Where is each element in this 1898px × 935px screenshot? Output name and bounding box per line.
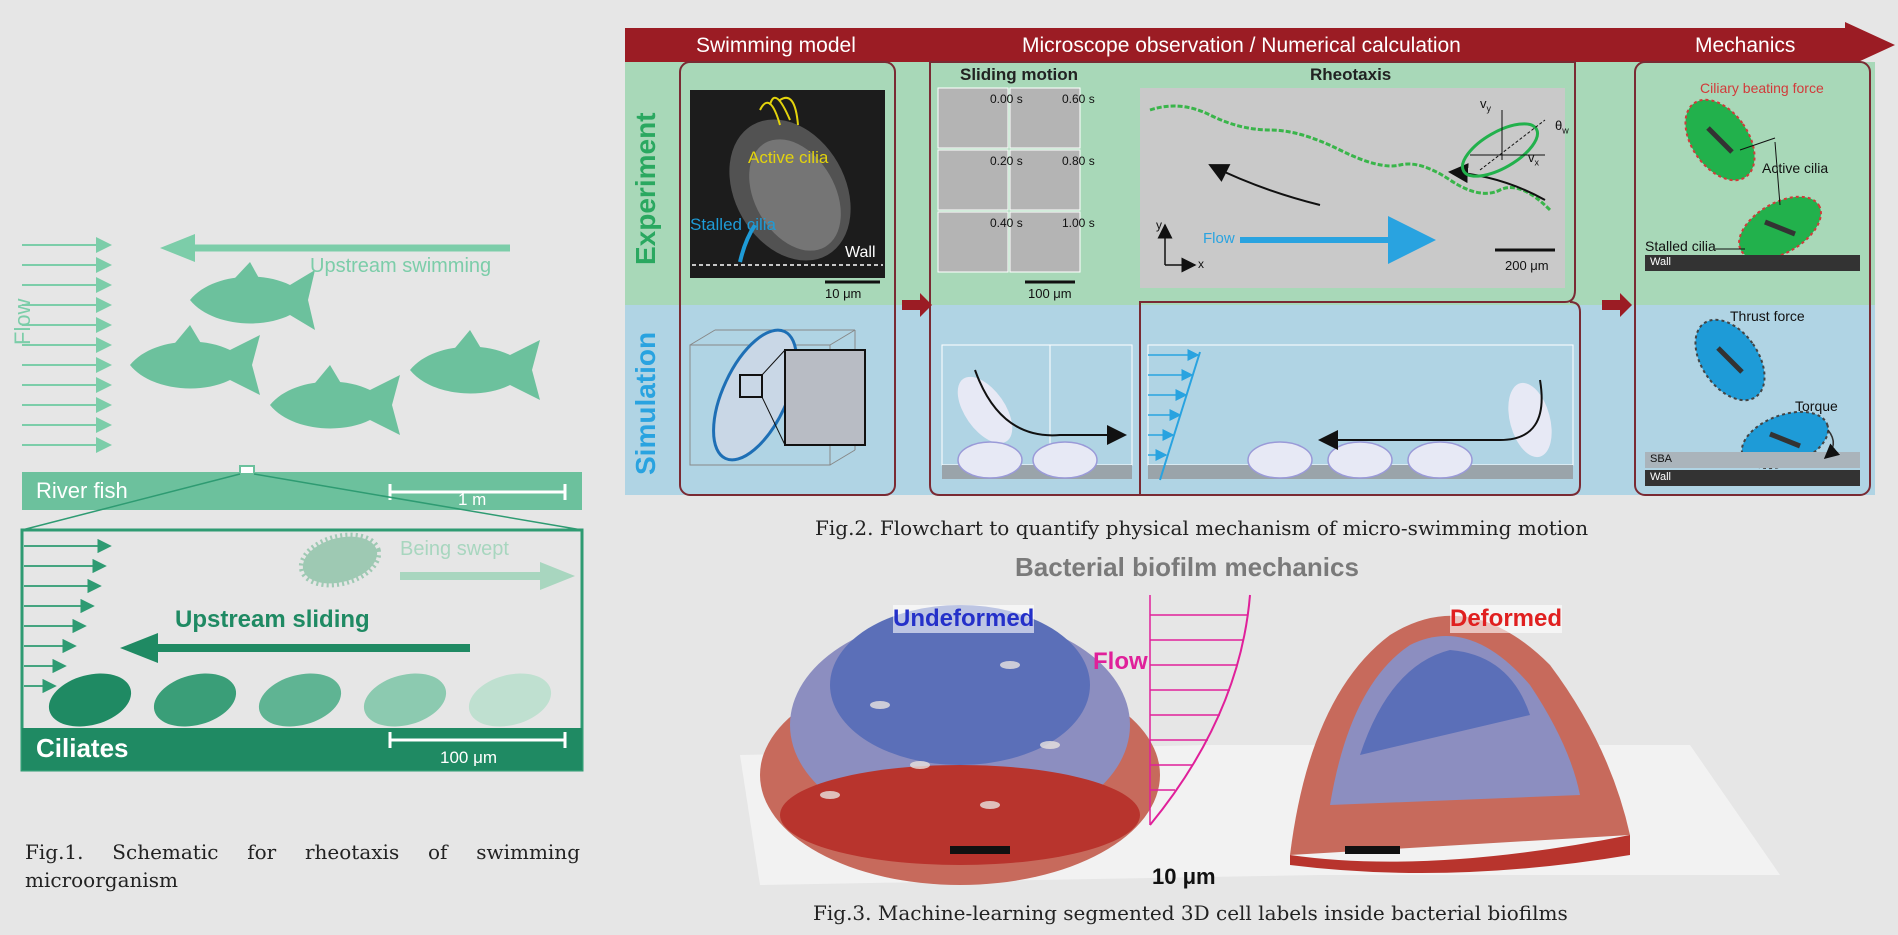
mech-wall-label: Wall: [1650, 256, 1671, 268]
ciliary-force-label: Ciliary beating force: [1700, 80, 1824, 96]
fig3-flow-label: Flow: [1093, 648, 1148, 675]
fish-group: [130, 262, 540, 435]
row-label-experiment: Experiment: [630, 112, 661, 266]
flow-profile: [1149, 594, 1251, 826]
sliding-scale: 100 μm: [1028, 286, 1072, 301]
rheotaxis-flow-label: Flow: [1203, 230, 1235, 247]
deformed-label: Deformed: [1450, 605, 1563, 633]
header-observation: Microscope observation / Numerical calcu…: [1022, 34, 1461, 57]
sliding-time: 0.40 s: [990, 216, 1023, 230]
fish-icon: [130, 325, 260, 395]
vy-symbol: v: [1480, 96, 1487, 111]
row-label-simulation: Simulation: [630, 331, 661, 475]
vx-sub: x: [1534, 157, 1540, 168]
wall-label: Wall: [845, 244, 876, 261]
sliding-time: 1.00 s: [1062, 216, 1095, 230]
fig3-caption: Fig.3. Machine-learning segmented 3D cel…: [813, 901, 1568, 925]
active-cilia-label: Active cilia: [748, 148, 829, 167]
fig2-graphic: [625, 22, 1895, 496]
mech-active-cilia-label: Active cilia: [1762, 160, 1829, 176]
ciliates-row: [48, 673, 552, 727]
vx-label: vx: [1528, 150, 1539, 168]
flow-arrows-fish: [22, 237, 112, 453]
micrograph-scale: 10 μm: [825, 286, 862, 301]
sliding-time: 0.60 s: [1062, 92, 1095, 106]
fig1-caption: Fig.1. Schematic for rheotaxis of swimmi…: [25, 840, 580, 892]
fig3-scale-label: 10 μm: [1152, 864, 1216, 889]
ciliates-label: Ciliates: [36, 733, 129, 763]
scale-fish-label: 1 m: [458, 490, 487, 509]
rheotaxis-title: Rheotaxis: [1310, 65, 1392, 84]
theta-label: θw: [1555, 118, 1569, 136]
sliding-time: 0.00 s: [990, 92, 1023, 106]
header-mechanics: Mechanics: [1695, 34, 1796, 57]
undeformed-biofilm: [760, 605, 1160, 885]
theta-symbol: θ: [1555, 118, 1563, 133]
swept-ciliate: [298, 532, 382, 588]
undeformed-label: Undeformed: [893, 605, 1035, 633]
river-fish-label: River fish: [36, 478, 128, 503]
header-arrow: [625, 22, 1895, 68]
flow-profile-ciliates: [24, 538, 112, 694]
sliding-time: 0.80 s: [1062, 154, 1095, 168]
upstream-sliding-label: Upstream sliding: [175, 606, 370, 633]
mech-stalled-cilia-label: Stalled cilia: [1645, 238, 1716, 254]
stalled-cilia-label: Stalled cilia: [690, 215, 776, 234]
vx-symbol: v: [1528, 150, 1535, 165]
deformed-biofilm: [1290, 615, 1630, 873]
sim-sliding: [941, 344, 1133, 479]
torque-label: Torque: [1795, 398, 1838, 414]
mech-exp-cells: [1645, 98, 1860, 271]
vy-label: vy: [1480, 96, 1491, 114]
ciliates-band: [22, 728, 582, 770]
header-swimming-model: Swimming model: [696, 34, 856, 57]
sba-label: SBA: [1650, 453, 1673, 465]
sliding-title: Sliding motion: [960, 65, 1079, 84]
axis-y-label: y: [1156, 218, 1162, 232]
vy-sub: y: [1486, 103, 1492, 114]
fig3-graphic: [740, 594, 1780, 885]
sim-rheotaxis: [1147, 344, 1574, 481]
being-swept-label: Being swept: [400, 538, 509, 560]
fig2-caption: Fig.2. Flowchart to quantify physical me…: [815, 516, 1589, 540]
fig1-graphic: [20, 234, 584, 772]
scale-ciliates-label: 100 μm: [440, 748, 498, 767]
upstream-swimming-label: Upstream swimming: [310, 255, 492, 277]
sim-wall-label: Wall: [1650, 471, 1671, 483]
rheotaxis-scale: 200 μm: [1505, 258, 1549, 273]
rheotaxis-image: [1140, 88, 1565, 288]
axis-x-label: x: [1198, 257, 1204, 271]
fig3-title: Bacterial biofilm mechanics: [1015, 552, 1359, 582]
fish-icon: [410, 330, 540, 400]
fish-icon: [270, 365, 400, 435]
flow-label: Flow: [10, 298, 35, 345]
fish-icon: [190, 262, 315, 330]
sim-swimming-model: [689, 328, 866, 466]
sliding-time: 0.20 s: [990, 154, 1023, 168]
mech-sim-cells: [1645, 318, 1860, 486]
theta-sub: w: [1562, 125, 1569, 136]
thrust-force-label: Thrust force: [1730, 308, 1805, 324]
sliding-frames: [937, 87, 1081, 273]
